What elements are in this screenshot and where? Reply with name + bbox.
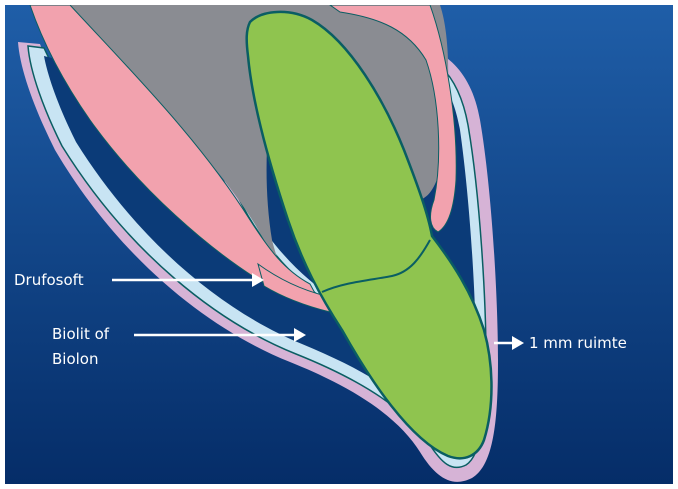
label-biolit-line1: Biolit of — [52, 324, 109, 344]
label-drufosoft: Drufosoft — [14, 270, 84, 290]
label-space: 1 mm ruimte — [529, 333, 627, 353]
label-biolit-line2: Biolon — [52, 349, 99, 369]
